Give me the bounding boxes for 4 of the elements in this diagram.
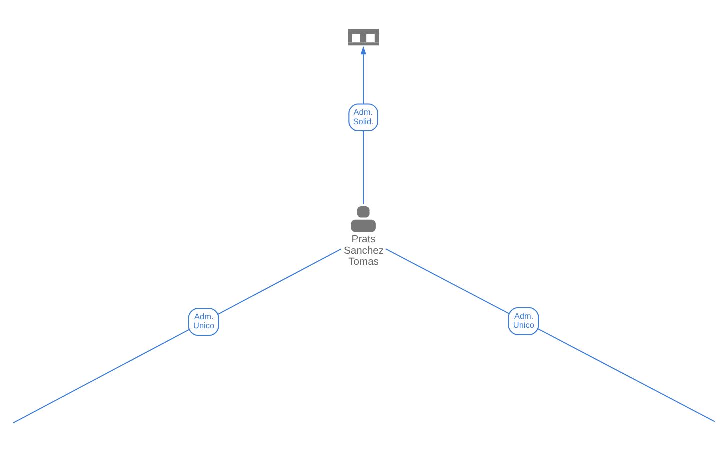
node-label: Prats Sanchez Tomas (344, 234, 384, 268)
edge-label: Adm. Unico (194, 312, 215, 330)
edge-label: Adm. Unico (513, 311, 534, 330)
edge-label: Adm. Solid. (353, 107, 374, 126)
